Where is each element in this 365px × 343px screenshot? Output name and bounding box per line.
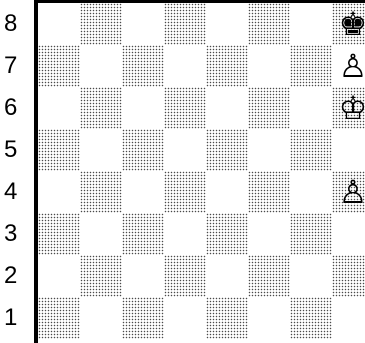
square-f5[interactable]	[248, 129, 290, 171]
black-king-h8[interactable]: ♚	[332, 3, 365, 45]
square-a3[interactable]	[38, 213, 80, 255]
square-d6[interactable]	[164, 87, 206, 129]
square-d4[interactable]	[164, 171, 206, 213]
square-b3[interactable]	[80, 213, 122, 255]
square-b5[interactable]	[80, 129, 122, 171]
square-e4[interactable]	[206, 171, 248, 213]
white-pawn-h7[interactable]: ♙	[332, 45, 365, 87]
square-f2[interactable]	[248, 255, 290, 297]
square-a2[interactable]	[38, 255, 80, 297]
square-h3[interactable]	[332, 213, 365, 255]
square-h2[interactable]	[332, 255, 365, 297]
square-b4[interactable]	[80, 171, 122, 213]
rank-label-5: 5	[4, 129, 26, 171]
square-g2[interactable]	[290, 255, 332, 297]
square-g4[interactable]	[290, 171, 332, 213]
square-f4[interactable]	[248, 171, 290, 213]
square-a5[interactable]	[38, 129, 80, 171]
white-king-h6[interactable]: ♔	[332, 87, 365, 129]
square-h5[interactable]	[332, 129, 365, 171]
square-g5[interactable]	[290, 129, 332, 171]
chessboard[interactable]: ♚♙♔♙	[38, 3, 365, 339]
square-d7[interactable]	[164, 45, 206, 87]
square-b7[interactable]	[80, 45, 122, 87]
square-a8[interactable]	[38, 3, 80, 45]
square-b8[interactable]	[80, 3, 122, 45]
square-e5[interactable]	[206, 129, 248, 171]
square-c4[interactable]	[122, 171, 164, 213]
square-c6[interactable]	[122, 87, 164, 129]
square-g7[interactable]	[290, 45, 332, 87]
square-d3[interactable]	[164, 213, 206, 255]
rank-label-6: 6	[4, 87, 26, 129]
square-a7[interactable]	[38, 45, 80, 87]
square-e6[interactable]	[206, 87, 248, 129]
white-pawn-h4[interactable]: ♙	[332, 171, 365, 213]
square-b2[interactable]	[80, 255, 122, 297]
square-g3[interactable]	[290, 213, 332, 255]
square-c8[interactable]	[122, 3, 164, 45]
square-g1[interactable]	[290, 297, 332, 339]
square-g6[interactable]	[290, 87, 332, 129]
square-c5[interactable]	[122, 129, 164, 171]
square-e1[interactable]	[206, 297, 248, 339]
rank-label-7: 7	[4, 45, 26, 87]
square-f6[interactable]	[248, 87, 290, 129]
rank-label-4: 4	[4, 171, 26, 213]
square-a4[interactable]	[38, 171, 80, 213]
square-b1[interactable]	[80, 297, 122, 339]
square-h1[interactable]	[332, 297, 365, 339]
square-c1[interactable]	[122, 297, 164, 339]
square-g8[interactable]	[290, 3, 332, 45]
rank-label-1: 1	[4, 297, 26, 339]
square-b6[interactable]	[80, 87, 122, 129]
square-f8[interactable]	[248, 3, 290, 45]
rank-label-2: 2	[4, 255, 26, 297]
square-f1[interactable]	[248, 297, 290, 339]
square-c2[interactable]	[122, 255, 164, 297]
square-e7[interactable]	[206, 45, 248, 87]
rank-label-3: 3	[4, 213, 26, 255]
square-d5[interactable]	[164, 129, 206, 171]
square-d1[interactable]	[164, 297, 206, 339]
square-c7[interactable]	[122, 45, 164, 87]
rank-label-8: 8	[4, 3, 26, 45]
square-e8[interactable]	[206, 3, 248, 45]
square-f3[interactable]	[248, 213, 290, 255]
square-a1[interactable]	[38, 297, 80, 339]
square-d2[interactable]	[164, 255, 206, 297]
square-e2[interactable]	[206, 255, 248, 297]
square-f7[interactable]	[248, 45, 290, 87]
square-a6[interactable]	[38, 87, 80, 129]
square-c3[interactable]	[122, 213, 164, 255]
square-d8[interactable]	[164, 3, 206, 45]
square-e3[interactable]	[206, 213, 248, 255]
